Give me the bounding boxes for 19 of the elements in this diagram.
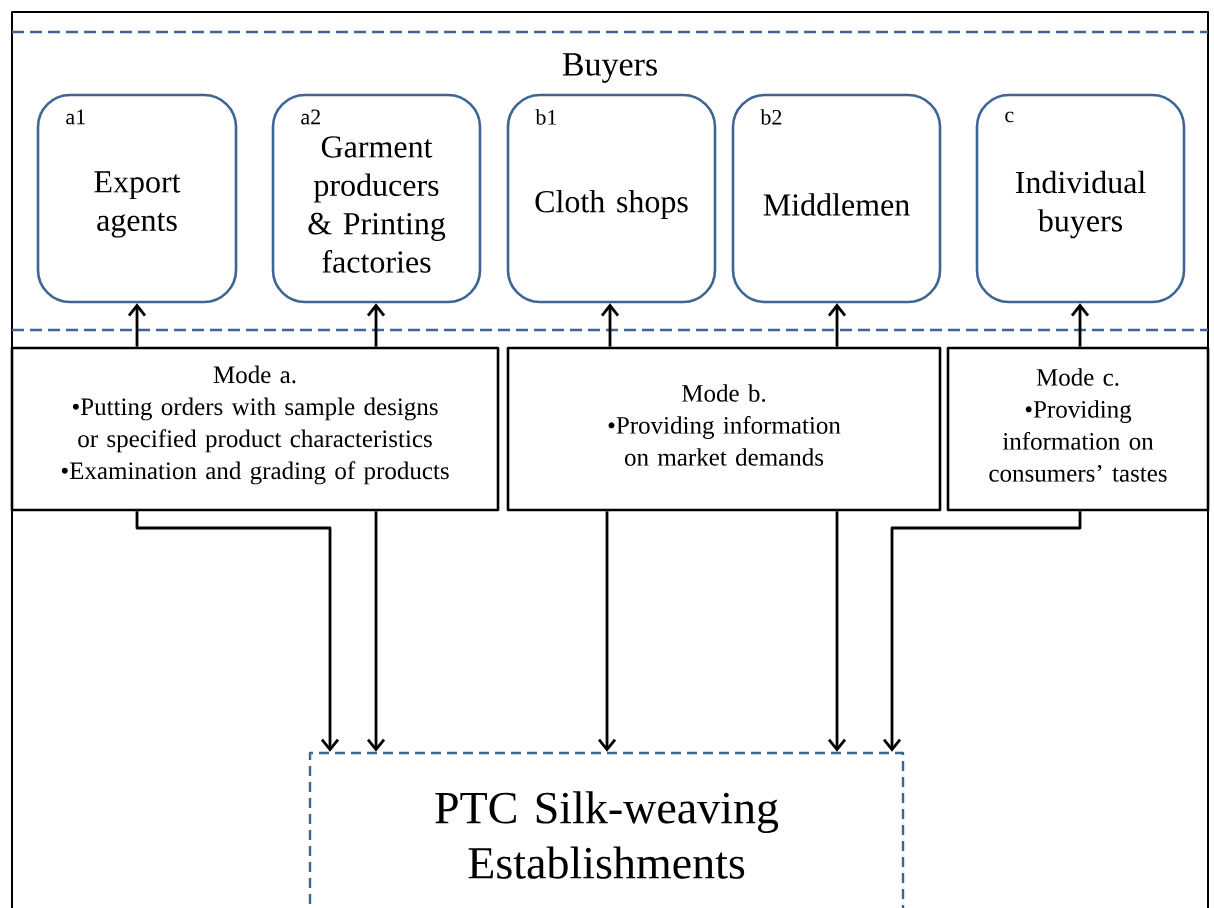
arrow: [1070, 303, 1090, 347]
mode-box: Mode c. •Providing information on consumers’ tastes: [946, 346, 1210, 512]
arrow: [127, 303, 147, 347]
buyer-box: a1 Export agents: [36, 93, 238, 304]
arrow: [600, 303, 620, 347]
arrow: [135, 511, 340, 752]
buyer-box: a2 Garment producers & Printing factories: [271, 93, 482, 304]
buyer-box: b2 Middlemen: [731, 93, 942, 304]
arrow: [827, 511, 847, 752]
buyer-box: c Individual buyers: [975, 93, 1186, 304]
mode-box: Mode a. •Putting orders with sample designs or specified product characteristics •Examination and grading of products: [10, 346, 500, 512]
arrow: [827, 303, 847, 347]
arrow: [882, 511, 1082, 752]
arrow: [366, 511, 386, 752]
arrow: [597, 511, 617, 752]
arrow: [366, 303, 386, 347]
buyer-box: b1 Cloth shops: [506, 93, 717, 304]
mode-box: Mode b. •Providing information on market demands: [506, 346, 942, 512]
establishment-box: PTC Silk-weaving Establishments: [308, 751, 905, 908]
